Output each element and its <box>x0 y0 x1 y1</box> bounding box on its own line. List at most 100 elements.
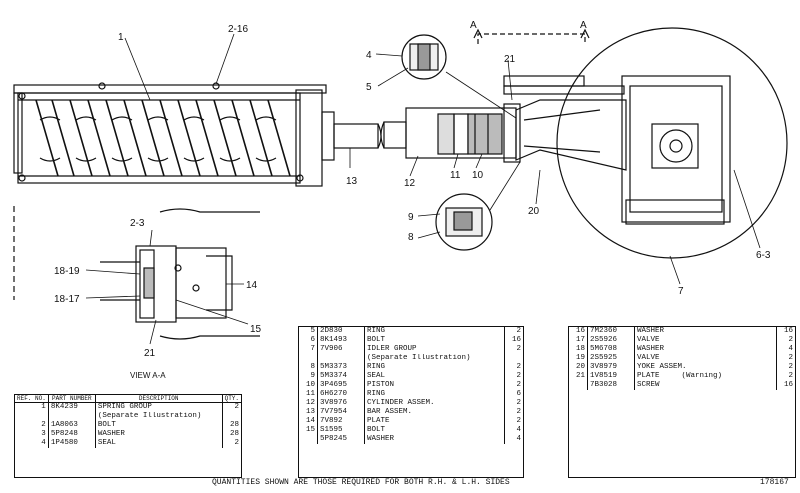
cell-desc: YOKE ASSEM. <box>637 363 687 371</box>
header-qty: QTY. <box>221 395 241 403</box>
cell-part: 5P8248 <box>48 430 96 439</box>
cell-desc: BAR ASSEM. <box>367 408 413 416</box>
callout-11: 11 <box>450 170 461 181</box>
cell-part: 7B3028 <box>587 381 635 390</box>
cell-desc: VALVE <box>637 336 660 344</box>
cell-ref: 7 <box>299 345 318 354</box>
cell-desc: SEAL <box>367 372 386 380</box>
cell-qty: 4 <box>504 426 523 435</box>
view-a-a-drawing <box>13 206 260 345</box>
cylinder-idler-drawing <box>375 27 788 285</box>
header-part: PART NUMBER <box>48 395 96 403</box>
cell-ref: 6 <box>299 336 318 345</box>
callout-a-left: A <box>470 20 477 31</box>
header-desc: DESCRIPTION <box>95 395 223 403</box>
cell-part: 2D830 <box>317 327 365 336</box>
callout-4: 4 <box>366 50 372 61</box>
cell-qty: 2 <box>504 363 523 372</box>
callout-18-17: 18-17 <box>54 294 80 305</box>
cell-part: 3V8979 <box>587 363 635 372</box>
cell-qty: 2 <box>504 408 523 417</box>
callout-2-3: 2-3 <box>130 218 145 229</box>
cell-qty: 2 <box>504 327 523 336</box>
cell-desc: SEAL <box>97 439 116 447</box>
callout-12: 12 <box>404 178 416 189</box>
cell-desc-note: (Warning) <box>681 372 723 380</box>
cell-qty: 2 <box>504 372 523 381</box>
cell-qty: 4 <box>776 345 795 354</box>
cell-ref: 16 <box>569 327 588 336</box>
cell-ref <box>569 381 588 390</box>
cell-desc: WASHER <box>637 345 665 353</box>
cell-desc-text: PLATE <box>637 372 660 380</box>
cell-desc: WASHER <box>637 327 665 335</box>
callout-14: 14 <box>246 280 258 291</box>
cell-desc: (Separate Illustration) <box>97 412 202 420</box>
cell-part: 6H6270 <box>317 390 365 399</box>
cell-ref: 15 <box>299 426 318 435</box>
cell-ref: 14 <box>299 417 318 426</box>
cell-desc: BOLT <box>367 426 386 434</box>
cell-ref: 21 <box>569 372 588 381</box>
cell-qty: 4 <box>504 435 523 444</box>
drawing-number: 178167 <box>760 478 789 487</box>
cell-part: S1595 <box>317 426 365 435</box>
header-ref: REF. NO. <box>15 395 49 403</box>
cell-part: 5M3373 <box>317 363 365 372</box>
cell-ref: 10 <box>299 381 318 390</box>
callout-9: 9 <box>408 212 414 223</box>
cell-ref: 19 <box>569 354 588 363</box>
cell-desc: BOLT <box>367 336 386 344</box>
cell-qty: 6 <box>504 390 523 399</box>
cell-qty: 16 <box>776 381 795 390</box>
cell-part: 8K1493 <box>317 336 365 345</box>
cell-desc: VALVE <box>637 354 660 362</box>
cell-ref <box>299 354 318 363</box>
cell-desc: RING <box>367 390 386 398</box>
callout-a-right: A <box>580 20 587 31</box>
cell-desc: (Separate Illustration) <box>367 354 471 362</box>
cell-ref: 11 <box>299 390 318 399</box>
cell-qty: 2 <box>776 363 795 372</box>
callout-5: 5 <box>366 82 372 93</box>
cell-qty: 2 <box>776 336 795 345</box>
view-a-a-label: VIEW A-A <box>130 371 166 380</box>
table-header: REF. NO. PART NUMBER DESCRIPTION QTY. <box>15 395 241 403</box>
cell-ref: 18 <box>569 345 588 354</box>
cell-ref: 2 <box>15 421 49 430</box>
callout-1: 1 <box>118 32 124 43</box>
cell-desc: SCREW <box>637 381 660 389</box>
cell-ref: 12 <box>299 399 318 408</box>
callout-18-19: 18-19 <box>54 266 80 277</box>
cell-desc: PLATE <box>367 417 390 425</box>
table-row: (Separate Illustration) <box>299 354 523 363</box>
cell-qty: 16 <box>504 336 523 345</box>
cell-qty: 2 <box>776 354 795 363</box>
cell-desc: CYLINDER ASSEM. <box>367 399 435 407</box>
callout-13: 13 <box>346 176 358 187</box>
callout-7: 7 <box>678 286 684 297</box>
cell-desc: RING <box>367 363 386 371</box>
cell-qty: 2 <box>221 402 241 412</box>
callout-8: 8 <box>408 232 414 243</box>
cell-desc: PLATE (Warning) <box>635 372 777 381</box>
cell-part: 3P4695 <box>317 381 365 390</box>
